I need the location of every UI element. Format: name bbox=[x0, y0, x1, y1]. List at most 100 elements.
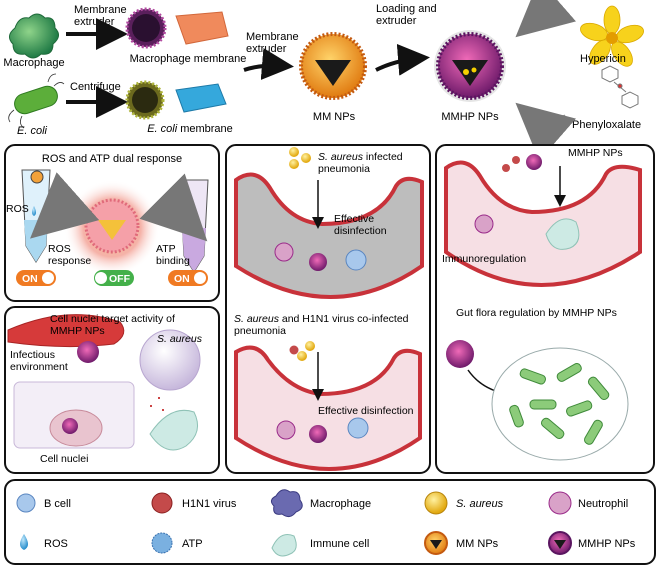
legend-atp: ATP bbox=[151, 532, 203, 554]
cell-nuclei-label: Cell nuclei bbox=[40, 453, 88, 465]
legend-s-aureus-label: S. aureus bbox=[456, 498, 504, 510]
ecoli-membrane-label: E. coli membrane bbox=[147, 123, 233, 135]
atp-binding-label: ATP binding bbox=[156, 243, 190, 267]
legend-immune-cell-label: Immune cell bbox=[310, 538, 369, 550]
legend-b-cell-label: B cell bbox=[44, 498, 71, 510]
hypericin-label: Hypericin bbox=[580, 53, 626, 65]
ros-label: ROS bbox=[6, 203, 29, 215]
atp-legend-icon bbox=[151, 532, 173, 554]
coinfected-label: S. aureus and H1N1 virus co-infected pne… bbox=[234, 313, 411, 337]
legend-atp-label: ATP bbox=[182, 538, 203, 550]
ecoli-label: E. coli bbox=[17, 125, 48, 137]
gut-flora-label: Gut flora regulation by MMHP NPs bbox=[456, 307, 617, 319]
ros-arrow bbox=[30, 172, 100, 239]
ecoli-membrane-sheet-icon bbox=[175, 83, 227, 113]
petri-dish-icon bbox=[491, 347, 629, 461]
s-aureus-legend-icon bbox=[424, 491, 448, 515]
macrophage-label: Macrophage bbox=[3, 57, 64, 69]
b-cell-legend-icon bbox=[16, 493, 36, 513]
nucleus-mmhp-icon bbox=[62, 418, 78, 434]
neutrophil-2-icon bbox=[276, 420, 296, 440]
legend-neutrophil-label: Neutrophil bbox=[578, 498, 628, 510]
tube-np-icon bbox=[30, 170, 44, 184]
macrophage-legend-icon bbox=[270, 489, 303, 518]
mm-nps-label: MM NPs bbox=[313, 111, 356, 123]
toggle-on-left[interactable]: ON bbox=[16, 270, 56, 286]
arrow-to-mmhp-nps bbox=[375, 43, 430, 76]
panel-pneumonia: S. aureus infected pneumonia Effective d… bbox=[225, 144, 431, 474]
loading-extruder-label: Loading and extruder bbox=[376, 3, 440, 27]
blood-vessel-icon bbox=[7, 314, 125, 348]
neutrophil-3-icon bbox=[474, 214, 494, 234]
legend-neutrophil: Neutrophil bbox=[548, 491, 628, 515]
centrifuge-label: Centrifuge bbox=[70, 81, 121, 93]
h1n1-legend-icon bbox=[151, 492, 173, 514]
ecoli-bacterium-icon bbox=[8, 73, 65, 129]
effective-label: Effective disinfection bbox=[334, 213, 387, 237]
particles-icon bbox=[150, 397, 164, 411]
toggle-on-left-label: ON bbox=[22, 273, 38, 285]
mm-np-icon bbox=[299, 32, 367, 100]
ecoli-vesicle-icon bbox=[125, 80, 165, 120]
b-cell-2-icon bbox=[347, 417, 369, 439]
toggle-off-label: OFF bbox=[109, 273, 131, 285]
legend-macrophage: Macrophage bbox=[270, 489, 371, 518]
legend: B cell H1N1 virus Macrophage S. aureus N… bbox=[4, 479, 656, 565]
toggle-on-right-label: ON bbox=[174, 273, 190, 285]
alveolus-mmhp-icon bbox=[309, 253, 327, 271]
arrow-hypericin bbox=[515, 0, 577, 38]
immune-cell-2-icon bbox=[545, 218, 580, 250]
legend-b-cell: B cell bbox=[16, 493, 71, 513]
panel-immunoregulation: MMHP NPs Immunoregulation Gut flora regu… bbox=[435, 144, 655, 474]
top-synthesis-row: Macrophage Membrane extruder Macrophage … bbox=[3, 0, 644, 161]
b-cell-icon bbox=[345, 249, 367, 271]
legend-immune-cell: Immune cell bbox=[271, 534, 369, 557]
h1n1-icon bbox=[289, 345, 299, 355]
legend-macrophage-label: Macrophage bbox=[310, 498, 371, 510]
immunoregulation-label: Immunoregulation bbox=[442, 253, 526, 265]
mmhp-np-icon bbox=[434, 30, 506, 102]
legend-h1n1: H1N1 virus bbox=[151, 492, 237, 514]
arrow-to-mm-nps bbox=[243, 48, 294, 80]
atp-arrow bbox=[139, 173, 208, 242]
infected-label: S. aureus infected pneumonia bbox=[318, 151, 406, 175]
legend-h1n1-label: H1N1 virus bbox=[182, 498, 237, 510]
effective-disinfection-2-label: Effective disinfection bbox=[318, 405, 414, 417]
gut-mmhp-icon bbox=[446, 340, 474, 368]
legend-ros-label: ROS bbox=[44, 538, 68, 550]
alveolus-1-icon bbox=[234, 172, 424, 299]
dual-response-title: ROS and ATP dual response bbox=[42, 153, 182, 165]
macrophage-vesicle-icon bbox=[125, 7, 167, 49]
legend-s-aureus: S. aureus bbox=[424, 491, 504, 515]
ros-response-label: ROS response bbox=[48, 243, 91, 267]
alveolus-3-icon bbox=[444, 160, 642, 287]
panel-d-mmhp-icon bbox=[526, 154, 542, 170]
mmhp-nps-label: MMHP NPs bbox=[441, 111, 499, 123]
s-aureus-label: S. aureus bbox=[157, 333, 203, 345]
nuclei-target-title: Cell nuclei target activity of MMHP NPs bbox=[50, 313, 178, 337]
bacteria-cluster-icon bbox=[509, 363, 610, 445]
ros-legend-icon bbox=[20, 534, 28, 550]
macrophage-membrane-label: Macrophage membrane bbox=[130, 53, 247, 65]
panel-dual-response: ROS and ATP dual response ROS ROS respon… bbox=[4, 144, 220, 302]
legend-ros: ROS bbox=[20, 534, 68, 550]
infectious-environment-label: Infectious environment bbox=[10, 349, 68, 373]
legend-mm-nps-label: MM NPs bbox=[456, 538, 499, 550]
toggle-off[interactable]: OFF bbox=[94, 270, 134, 286]
neutrophil-legend-icon bbox=[548, 491, 572, 515]
neutrophil-cell-icon bbox=[274, 242, 294, 262]
phenyloxalate-molecule-icon bbox=[601, 65, 639, 109]
macrophage-cell-icon bbox=[9, 13, 59, 59]
toggle-on-right[interactable]: ON bbox=[168, 270, 208, 286]
vessel-mmhp-icon bbox=[77, 341, 99, 363]
membrane-extruder-label-2: Membrane extruder bbox=[246, 31, 302, 55]
alveolus-2-mmhp-icon bbox=[309, 425, 327, 443]
legend-mmhp-nps: MMHP NPs bbox=[548, 531, 636, 555]
legend-mmhp-nps-label: MMHP NPs bbox=[578, 538, 636, 550]
phenyloxalate-label: Phenyloxalate bbox=[572, 119, 641, 131]
membrane-extruder-label-1: Membrane extruder bbox=[74, 4, 130, 28]
immune-cell-icon bbox=[149, 409, 199, 451]
immune-cell-legend-icon bbox=[271, 534, 297, 557]
panel-cell-nuclei: Cell nuclei target activity of MMHP NPs … bbox=[4, 306, 220, 474]
